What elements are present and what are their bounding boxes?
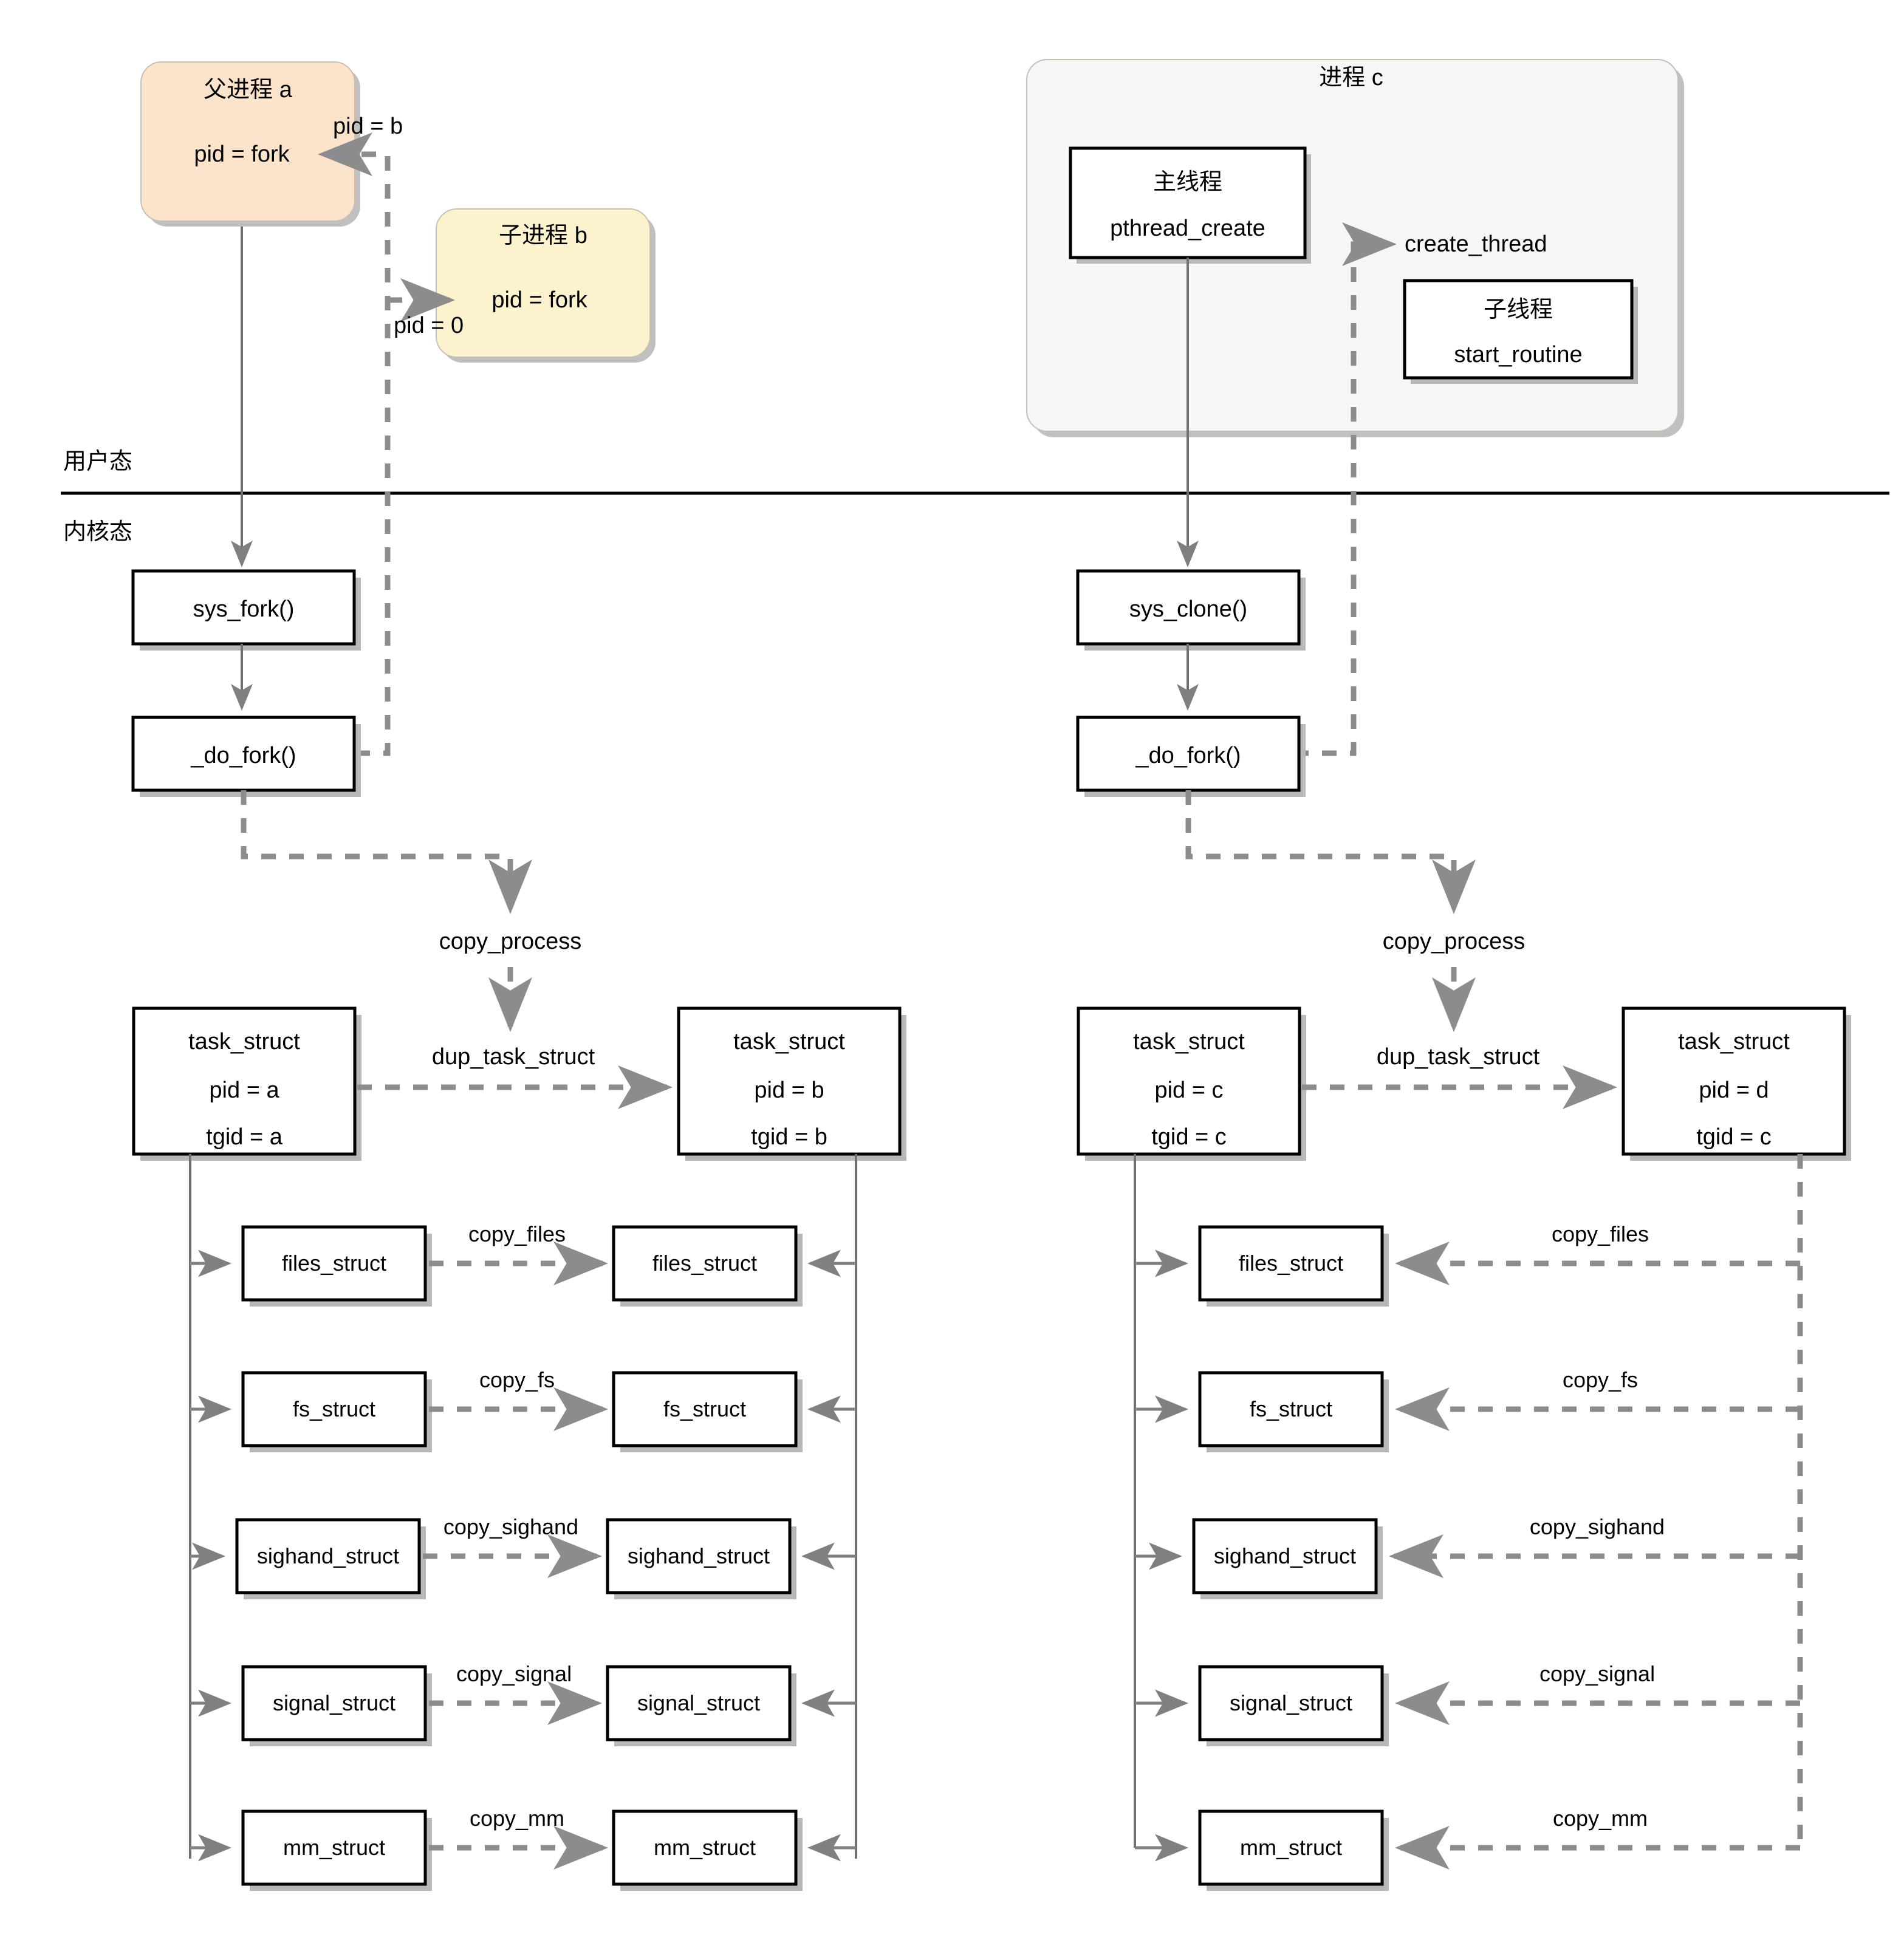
sighand-struct-c-box[interactable] bbox=[1192, 1518, 1378, 1594]
task-struct-b-pid: pid = b bbox=[754, 1078, 824, 1103]
mm-struct-c-box[interactable] bbox=[1198, 1809, 1384, 1886]
files-struct-a-box[interactable] bbox=[241, 1225, 427, 1302]
do-fork-box-left[interactable] bbox=[131, 716, 356, 792]
main-thread-body: pthread_create bbox=[1110, 216, 1265, 241]
task-struct-c-tgid: tgid = c bbox=[1151, 1124, 1227, 1150]
task-struct-d-tgid: tgid = c bbox=[1696, 1124, 1772, 1150]
sys-clone-label: sys_clone() bbox=[1129, 596, 1247, 622]
do-fork-to-copy-process-right bbox=[1185, 790, 1476, 914]
sighand-struct-a-box[interactable] bbox=[235, 1518, 421, 1594]
task-struct-b-tgid: tgid = b bbox=[751, 1124, 827, 1150]
mm-struct-a-box[interactable] bbox=[241, 1809, 427, 1886]
parent-process-title: 父进程 a bbox=[204, 77, 293, 103]
dup-task-struct-label-right: dup_task_struct bbox=[1377, 1044, 1540, 1070]
child-thread-box[interactable] bbox=[1403, 279, 1634, 380]
return-parent-label: pid = b bbox=[333, 114, 403, 139]
task-struct-b-title: task_struct bbox=[733, 1029, 845, 1054]
return-child-label: pid = 0 bbox=[394, 313, 464, 338]
fs-struct-c-box[interactable] bbox=[1198, 1371, 1384, 1447]
files-struct-b-label: files_struct bbox=[652, 1251, 757, 1276]
files-struct-a-label: files_struct bbox=[282, 1251, 386, 1276]
copy-fs-label-right: copy_fs bbox=[1563, 1367, 1638, 1392]
files-struct-c-box[interactable] bbox=[1198, 1225, 1384, 1302]
return-to-parent-path bbox=[318, 132, 391, 756]
copy-signal-label-left: copy_signal bbox=[456, 1661, 572, 1686]
copy-mm-label-left: copy_mm bbox=[470, 1806, 564, 1831]
parent-process-body: pid = fork bbox=[194, 142, 290, 167]
copy-files-label-left: copy_files bbox=[468, 1222, 566, 1246]
child-thread-title: 子线程 bbox=[1484, 297, 1553, 323]
user-mode-label: 用户态 bbox=[63, 449, 132, 474]
fs-struct-c-label: fs_struct bbox=[1250, 1396, 1332, 1421]
copy-process-label-left: copy_process bbox=[439, 929, 581, 954]
task-struct-c-pid: pid = c bbox=[1154, 1078, 1223, 1103]
fs-struct-b-label: fs_struct bbox=[663, 1396, 746, 1421]
copy-sighand-label-left: copy_sighand bbox=[443, 1514, 578, 1539]
task-struct-a-tgid: tgid = a bbox=[206, 1124, 283, 1150]
signal-struct-a-label: signal_struct bbox=[273, 1690, 396, 1715]
task-struct-d-box[interactable] bbox=[1621, 1006, 1846, 1156]
fs-struct-a-label: fs_struct bbox=[293, 1396, 375, 1421]
signal-struct-b-box[interactable] bbox=[606, 1665, 792, 1741]
task-struct-a-box[interactable] bbox=[132, 1006, 357, 1156]
signal-struct-b-label: signal_struct bbox=[637, 1690, 760, 1715]
copy-mm-label-right: copy_mm bbox=[1553, 1806, 1648, 1831]
mm-struct-c-label: mm_struct bbox=[1240, 1835, 1342, 1860]
child-thread-body: start_routine bbox=[1454, 342, 1582, 367]
signal-struct-c-label: signal_struct bbox=[1230, 1690, 1352, 1715]
child-process-body: pid = fork bbox=[491, 287, 587, 313]
create-thread-path bbox=[1294, 222, 1397, 756]
do-fork-label-right: _do_fork() bbox=[1135, 743, 1241, 768]
main-thread-title: 主线程 bbox=[1153, 169, 1222, 195]
mm-struct-b-box[interactable] bbox=[612, 1809, 798, 1886]
files-struct-c-label: files_struct bbox=[1239, 1251, 1343, 1276]
files-struct-b-box[interactable] bbox=[612, 1225, 798, 1302]
child-process-title: 子进程 b bbox=[499, 223, 587, 248]
signal-struct-c-box[interactable] bbox=[1198, 1665, 1384, 1741]
copy-sighand-label-right: copy_sighand bbox=[1530, 1514, 1665, 1539]
sighand-struct-c-label: sighand_struct bbox=[1214, 1543, 1356, 1568]
task-struct-a-title: task_struct bbox=[188, 1029, 300, 1054]
dup-task-struct-label-left: dup_task_struct bbox=[432, 1044, 595, 1070]
fs-struct-a-box[interactable] bbox=[241, 1371, 427, 1447]
main-thread-box[interactable] bbox=[1069, 146, 1307, 259]
process-c-title: 进程 c bbox=[1319, 65, 1383, 91]
task-struct-d-pid: pid = d bbox=[1699, 1078, 1769, 1103]
task-struct-b-box[interactable] bbox=[677, 1006, 902, 1156]
copy-fs-label-left: copy_fs bbox=[479, 1367, 555, 1392]
create-thread-label: create_thread bbox=[1405, 231, 1547, 257]
copy-process-label-right: copy_process bbox=[1383, 929, 1525, 954]
do-fork-label-left: _do_fork() bbox=[190, 743, 296, 768]
sighand-struct-a-label: sighand_struct bbox=[257, 1543, 399, 1568]
sys-fork-box[interactable] bbox=[131, 569, 356, 646]
task-struct-c-box[interactable] bbox=[1077, 1006, 1301, 1156]
copy-signal-label-right: copy_signal bbox=[1539, 1661, 1655, 1686]
sighand-struct-b-box[interactable] bbox=[606, 1518, 792, 1594]
task-struct-c-title: task_struct bbox=[1133, 1029, 1245, 1054]
copy-files-label-right: copy_files bbox=[1552, 1222, 1649, 1246]
mm-struct-a-label: mm_struct bbox=[283, 1835, 385, 1860]
do-fork-to-copy-process-left bbox=[241, 790, 532, 914]
sighand-struct-b-label: sighand_struct bbox=[628, 1543, 770, 1568]
signal-struct-a-box[interactable] bbox=[241, 1665, 427, 1741]
sys-fork-label: sys_fork() bbox=[193, 596, 295, 622]
mm-struct-b-label: mm_struct bbox=[654, 1835, 756, 1860]
task-struct-a-pid: pid = a bbox=[209, 1078, 279, 1103]
task-struct-d-title: task_struct bbox=[1678, 1029, 1790, 1054]
fs-struct-b-box[interactable] bbox=[612, 1371, 798, 1447]
kernel-mode-label: 内核态 bbox=[63, 519, 132, 545]
